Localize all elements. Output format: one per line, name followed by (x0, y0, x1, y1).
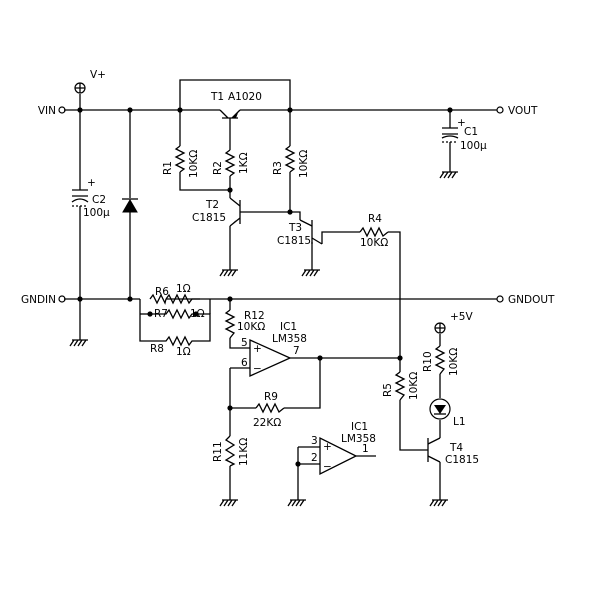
r8-ref: R8 (150, 343, 164, 355)
c2-ref: C2 (92, 194, 106, 206)
r7-value: 1Ω (190, 308, 205, 320)
r12-value: 10KΩ (237, 321, 265, 333)
port-vout-label: VOUT (508, 105, 538, 117)
port-gndout: GNDOUT (496, 294, 555, 306)
r5-value: 10KΩ (408, 372, 420, 400)
r10-ref: R10 (422, 351, 434, 372)
opamp-b-pin-plus: 3 (311, 435, 318, 447)
transistor-t4: T4 C1815 (427, 437, 479, 466)
ground-icon (69, 339, 88, 347)
l1-ref: L1 (453, 416, 466, 428)
vplus-label: V+ (90, 69, 106, 81)
diode-icon (122, 198, 138, 213)
opamp-ic1a: + − 5 6 7 IC1 LM358 (241, 321, 307, 378)
resistor-r1: R1 10KΩ (162, 145, 200, 178)
port-gndin: GNDIN (21, 294, 66, 306)
r3-ref: R3 (272, 161, 284, 175)
ground-icon (301, 269, 320, 277)
port-vin: VIN (38, 105, 66, 117)
c1-value: 100μ (460, 140, 487, 152)
port-gndout-label: GNDOUT (508, 294, 555, 306)
t2-ref: T2 (205, 199, 219, 211)
r4-value: 10KΩ (360, 237, 388, 249)
port-gndin-label: GNDIN (21, 294, 56, 306)
resistor-r12: R12 10KΩ (224, 309, 265, 339)
r2-ref: R2 (212, 161, 224, 175)
ic1b-value: LM358 (341, 433, 376, 445)
c1-ref: C1 (464, 126, 478, 138)
r11-value: 11KΩ (238, 438, 250, 466)
led-l1: L1 (429, 398, 466, 428)
junction-dots (77, 107, 453, 467)
transistor-t3: T3 C1815 (277, 219, 326, 247)
opamp-ic1b: + − 3 2 1 IC1 LM358 (311, 421, 376, 476)
transistor-t1: T1 A1020 (210, 91, 262, 122)
r9-ref: R9 (264, 391, 278, 403)
resistor-r7: R7 1Ω (150, 308, 205, 320)
resistor-r9: R9 22KΩ (253, 391, 285, 429)
resistor-r3: R3 10KΩ (272, 145, 310, 178)
r11-ref: R11 (212, 441, 224, 462)
opamp-b-pin-out: 1 (362, 443, 369, 455)
t1-value: A1020 (228, 91, 262, 103)
vplus-supply-symbol: V+ (74, 69, 106, 94)
ground-icon (219, 499, 238, 507)
resistor-r11: R11 11KΩ (212, 435, 250, 467)
r6-value: 1Ω (176, 283, 191, 295)
t3-value: C1815 (277, 235, 311, 247)
t3-ref: T3 (288, 222, 302, 234)
c2-value: 100μ (83, 207, 110, 219)
r5-ref: R5 (382, 383, 394, 397)
ic1b-ref: IC1 (351, 421, 368, 433)
resistor-r8: R8 1Ω (150, 335, 196, 358)
c1-plus-sign: + (457, 117, 466, 129)
wires (64, 79, 497, 500)
resistor-r6: R6 1Ω (149, 283, 200, 305)
r1-ref: R1 (162, 161, 174, 175)
ground-symbols (69, 171, 458, 507)
t1-ref: T1 (210, 91, 224, 103)
ground-icon (429, 499, 448, 507)
opamp-b-pin-minus: 2 (311, 452, 318, 464)
opamp-a-pin-plus: 5 (241, 337, 248, 349)
resistor-r4: R4 10KΩ (359, 213, 389, 249)
r6-ref: R6 (155, 286, 169, 298)
port-vin-label: VIN (38, 105, 56, 117)
opamp-b-minus-sign: − (323, 461, 332, 473)
t4-value: C1815 (445, 454, 479, 466)
resistor-r5: R5 10KΩ (382, 371, 420, 401)
opamp-a-pin-out: 7 (293, 345, 300, 357)
opamp-a-minus-sign: − (253, 363, 262, 375)
plus5v-label: +5V (450, 311, 473, 323)
ic1a-value: LM358 (272, 333, 307, 345)
plus5v-supply-symbol: +5V (434, 311, 473, 334)
t4-ref: T4 (449, 442, 463, 454)
ground-icon (439, 171, 458, 179)
r1-value: 10KΩ (188, 150, 200, 178)
ic1a-ref: IC1 (280, 321, 297, 333)
port-vout: VOUT (496, 105, 538, 117)
r12-ref: R12 (244, 310, 265, 322)
opamp-b-plus-sign: + (323, 441, 332, 453)
transistor-t2: T2 C1815 (192, 197, 241, 227)
r8-value: 1Ω (176, 346, 191, 358)
c2-plus-sign: + (87, 177, 96, 189)
r3-value: 10KΩ (298, 150, 310, 178)
r4-ref: R4 (368, 213, 382, 225)
capacitor-c2: + C2 100μ (71, 177, 110, 219)
r9-value: 22KΩ (253, 417, 281, 429)
resistor-r10: R10 10KΩ (422, 345, 460, 376)
r10-value: 10KΩ (448, 348, 460, 376)
ground-icon (219, 269, 238, 277)
t2-value: C1815 (192, 212, 226, 224)
capacitor-c1: + C1 100μ (441, 117, 487, 152)
opamp-a-pin-minus: 6 (241, 357, 248, 369)
resistor-r2: R2 1KΩ (212, 149, 250, 177)
r2-value: 1KΩ (238, 152, 250, 174)
ground-icon (287, 499, 306, 507)
r7-ref: R7 (154, 308, 168, 320)
opamp-a-plus-sign: + (253, 343, 262, 355)
